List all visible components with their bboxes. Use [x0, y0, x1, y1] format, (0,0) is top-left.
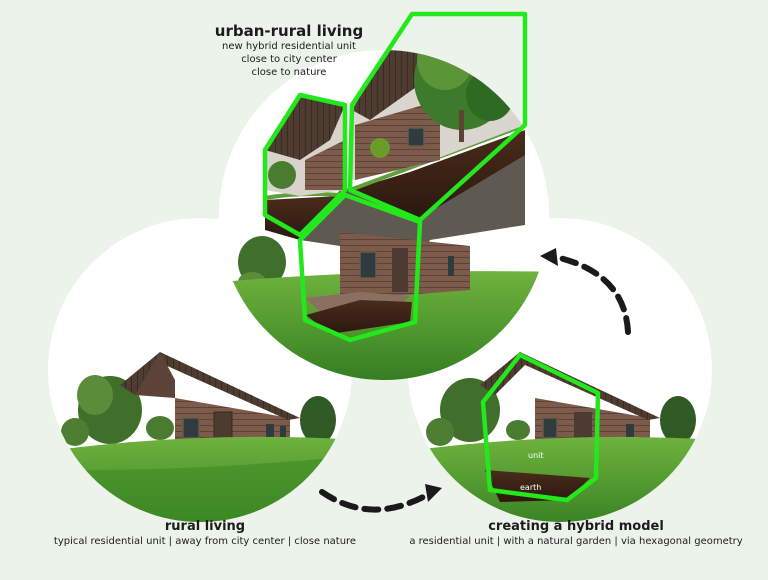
caption-hybrid: creating a hybrid model a residential un…: [386, 519, 766, 548]
upper-right-window: [407, 127, 425, 147]
label-unit: unit: [528, 451, 544, 460]
house-window: [280, 426, 286, 440]
house-window: [542, 417, 558, 439]
upper-right-wall: [355, 100, 440, 180]
tree: [268, 161, 296, 189]
caption-line: close to city center: [241, 54, 337, 65]
tree: [300, 396, 336, 444]
label-earth: earth: [520, 483, 541, 492]
caption-line: close to nature: [251, 67, 327, 78]
tree: [466, 69, 514, 121]
tree: [417, 50, 473, 90]
tree: [660, 396, 696, 444]
right-soil-cell: [350, 130, 525, 218]
house-window: [182, 417, 200, 439]
house-window: [266, 424, 274, 440]
plant: [370, 138, 390, 158]
lower-unit-window: [448, 256, 454, 276]
tree: [506, 420, 530, 440]
arrow-hybrid-to-urban: [557, 255, 631, 335]
caption-subtitle: a residential unit | with a natural gard…: [409, 536, 743, 547]
house-window: [626, 424, 634, 440]
upper-left-roof: [265, 95, 345, 160]
tree: [61, 418, 89, 446]
lower-soil: [306, 300, 412, 334]
caption-rural: rural living typical residential unit | …: [20, 519, 390, 548]
lower-unit-window: [359, 251, 377, 279]
hexagon-upper-left: [262, 92, 348, 238]
hexagon-lower: [297, 192, 423, 343]
caption-subtitle: typical residential unit | away from cit…: [53, 536, 357, 547]
lower-unit-door: [392, 248, 408, 292]
hexagon-outline: [480, 352, 601, 503]
house-roof: [480, 352, 660, 420]
caption-title: creating a hybrid model: [488, 519, 664, 534]
caption-urban-rural: urban-rural living new hybrid residentia…: [194, 22, 384, 79]
caption-title: rural living: [164, 519, 246, 534]
tree-trunk: [459, 110, 464, 142]
hexagon-upper-right: [347, 11, 528, 223]
tree: [426, 418, 454, 446]
house-gable: [135, 352, 175, 398]
tree: [77, 375, 113, 415]
arrow-rural-to-hybrid: [319, 489, 428, 513]
house-roof: [120, 352, 300, 420]
caption-line: new hybrid residential unit: [222, 41, 356, 52]
tree: [146, 416, 174, 440]
arrowhead-icon: [425, 484, 442, 502]
caption-title: urban-rural living: [214, 22, 364, 40]
arrowhead-icon: [540, 248, 558, 266]
upper-left-wall: [305, 140, 345, 190]
rural-house-scene: [48, 352, 352, 522]
left-soil-cell: [265, 196, 340, 240]
